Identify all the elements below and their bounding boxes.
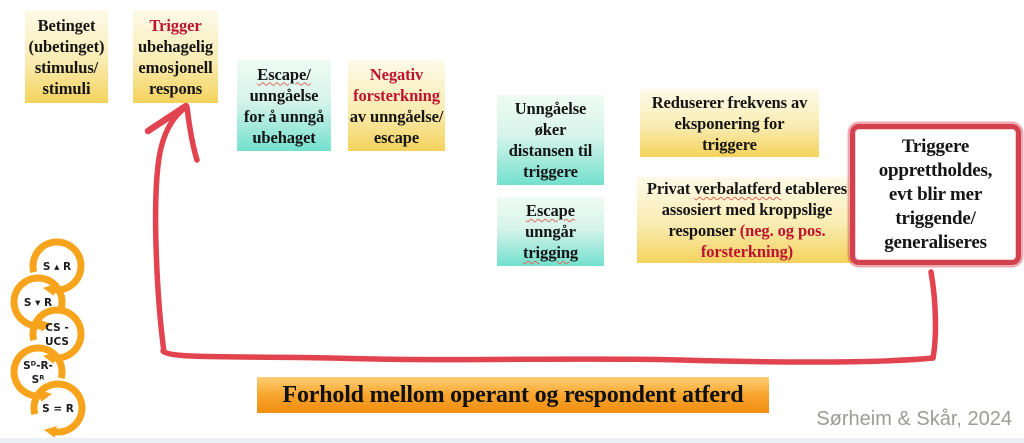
box-line: (ubetinget) bbox=[28, 36, 105, 56]
cycle-arrow-icon bbox=[29, 306, 85, 364]
box-line: unngår bbox=[525, 222, 576, 241]
box-triggere-opprettholdes: Triggere opprettholdes, evt blir mer tri… bbox=[850, 124, 1021, 265]
chain-label: S = R bbox=[42, 403, 74, 415]
box-line: generaliseres bbox=[884, 231, 987, 253]
box-line: evt blir mer bbox=[888, 183, 983, 205]
box-betinget-stimulus: Betinget (ubetinget) stimulus/ stimuli bbox=[25, 10, 108, 103]
box-line: distansen til bbox=[508, 141, 593, 160]
box-line: stimuli bbox=[42, 78, 91, 98]
box-line-emphasis: forsterkning bbox=[353, 85, 440, 105]
box-line: ubehagelig bbox=[137, 36, 214, 56]
box-line-emphasis: forsterkning) bbox=[700, 242, 794, 261]
slide-title-reflection: Forhold mellom operant og respondent atf… bbox=[257, 414, 769, 432]
text-segment: etableres bbox=[781, 179, 848, 198]
box-line: emosjonell bbox=[138, 57, 213, 77]
box-unngaelse-oker-distansen: Unngåelse øker distansen til triggere bbox=[497, 95, 604, 185]
hand-drawn-arrowhead-left bbox=[144, 102, 190, 135]
box-line: for å unngå bbox=[243, 106, 325, 126]
box-line: Triggere bbox=[901, 135, 970, 157]
box-reduserer-frekvens: Reduserer frekvens av eksponering for tr… bbox=[640, 89, 819, 157]
chain-label: S ▾ R bbox=[24, 297, 52, 309]
box-negativ-forsterkning: Negativ forsterkning av unngåelse/ escap… bbox=[348, 60, 445, 151]
box-line: triggere bbox=[523, 162, 578, 181]
hand-drawn-connector-vertical bbox=[928, 269, 939, 361]
box-line: Escape/ bbox=[257, 64, 311, 84]
box-line-emphasis: Negativ bbox=[369, 64, 424, 84]
box-line: øker bbox=[534, 120, 567, 139]
box-escape-unngaelse: Escape/ unngåelse for å unngå ubehaget bbox=[237, 60, 331, 151]
box-line: unngåelse bbox=[249, 85, 319, 105]
citation-text: Sørheim & Skår, 2024 bbox=[816, 408, 1012, 430]
box-line: responser (neg. og pos. bbox=[668, 220, 825, 241]
box-line: Reduserer frekvens av bbox=[651, 92, 808, 112]
hand-drawn-up-arrow-icon bbox=[152, 104, 189, 355]
reflection-fade-overlay bbox=[257, 414, 769, 432]
box-line: eksponering for bbox=[674, 113, 785, 133]
hand-drawn-connector-line bbox=[160, 348, 936, 365]
box-line: stimulus/ bbox=[34, 57, 99, 77]
cycle-arrow-icon bbox=[10, 344, 66, 402]
box-line: respons bbox=[148, 78, 203, 98]
cycle-arrow-icon bbox=[29, 238, 85, 296]
chain-label: Sᴰ-R- bbox=[23, 360, 53, 372]
text-segment: verbalatferd bbox=[694, 179, 782, 198]
box-line: assosiert med kroppslige bbox=[661, 200, 833, 219]
slide-title: Forhold mellom operant og respondent atf… bbox=[257, 377, 769, 413]
box-line-emphasis: Trigger bbox=[149, 15, 202, 35]
slide-title-text: Forhold mellom operant og respondent atf… bbox=[282, 381, 744, 408]
box-line: triggere bbox=[702, 134, 757, 154]
box-line: av unngåelse/ bbox=[349, 106, 444, 126]
box-line: Unngåelse bbox=[514, 99, 587, 118]
cycle-arrow-icon bbox=[10, 274, 66, 332]
box-line: Escape bbox=[526, 201, 575, 220]
box-line: triggende/ bbox=[895, 207, 976, 229]
box-line: Privat verbalatferd etableres bbox=[647, 178, 847, 199]
box-trigger-respons: Trigger ubehagelig emosjonell respons bbox=[133, 10, 218, 103]
chain-label: UCS bbox=[45, 336, 69, 348]
text-segment-emphasis: (neg. og pos. bbox=[739, 221, 826, 240]
hand-drawn-arrowhead-right bbox=[184, 104, 200, 163]
text-segment: responser bbox=[668, 221, 740, 240]
chain-label: Sᴿ bbox=[32, 374, 45, 386]
box-line: opprettholdes, bbox=[878, 159, 993, 181]
box-line: escape bbox=[373, 127, 420, 147]
box-escape-unngar-trigging: Escape unngår trigging bbox=[497, 197, 604, 266]
box-line: ubehaget bbox=[252, 127, 316, 147]
chain-label: S ▴ R bbox=[43, 261, 71, 273]
box-line: trigging bbox=[522, 243, 579, 262]
slide-bottom-edge bbox=[0, 438, 1024, 443]
chain-label: CS - bbox=[45, 322, 68, 334]
box-privat-verbalatferd: Privat verbalatferd etableres assosiert … bbox=[637, 177, 857, 263]
cycle-arrow-icon bbox=[30, 380, 86, 438]
text-segment: Privat bbox=[646, 179, 695, 198]
box-line: Betinget bbox=[37, 15, 96, 35]
